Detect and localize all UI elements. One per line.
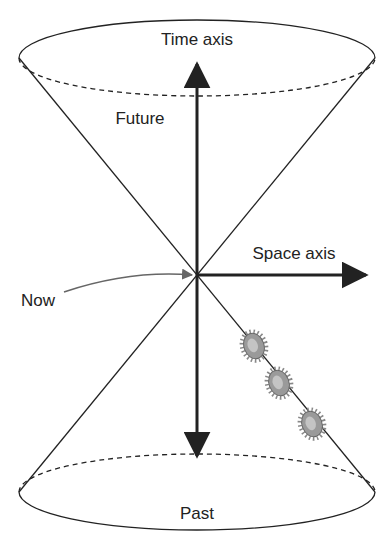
region-label: Past — [180, 504, 214, 524]
cone-rim — [19, 20, 375, 58]
time-axis-arrow — [196, 64, 199, 456]
cone-rim — [19, 492, 375, 530]
space-axis-arrow — [197, 274, 366, 277]
cone-edge — [19, 58, 375, 492]
axis-label: Space axis — [252, 244, 335, 264]
cone-rim-hidden — [19, 454, 375, 492]
cone-edge — [19, 58, 375, 492]
now-pointer — [64, 274, 192, 292]
particle-blobs — [238, 328, 329, 442]
axis-label: Time axis — [161, 30, 233, 50]
pointer-label: Now — [21, 291, 55, 311]
region-label: Future — [115, 109, 164, 129]
